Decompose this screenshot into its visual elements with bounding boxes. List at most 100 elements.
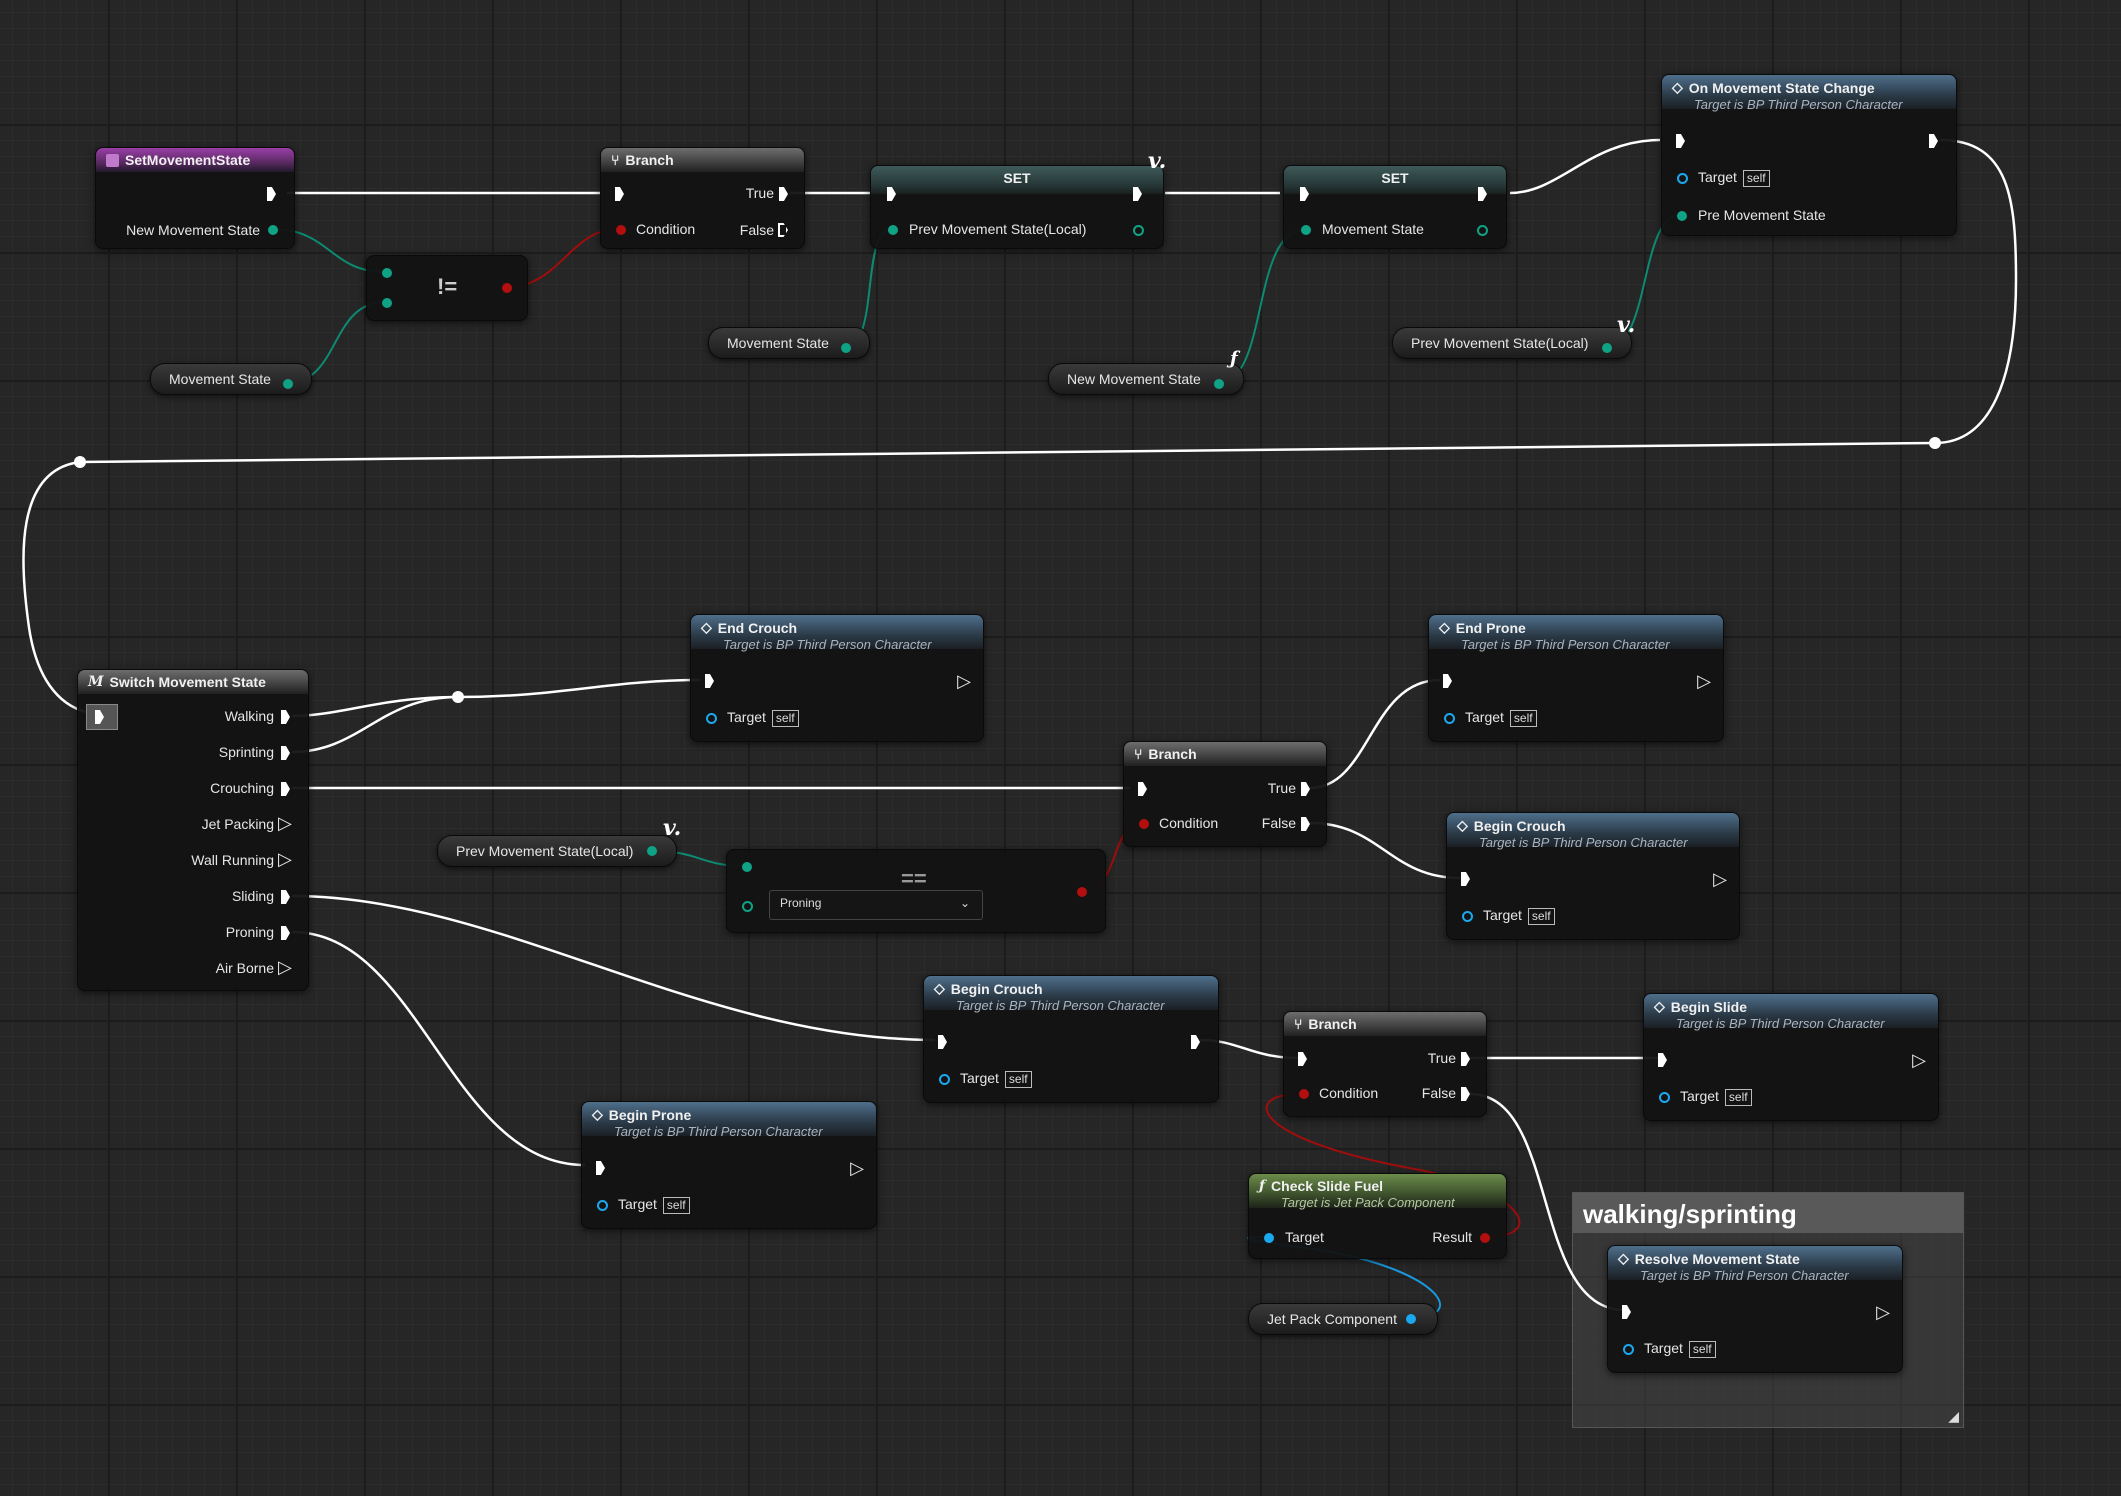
var-movement-state[interactable]: Movement State — [708, 327, 870, 359]
self-default-value[interactable]: self — [662, 1197, 690, 1214]
enum-dropdown[interactable]: Proning⌄ — [769, 890, 983, 920]
node-title: Branch — [1148, 746, 1197, 762]
enum-pin[interactable] — [1214, 379, 1224, 389]
object-pin[interactable] — [1264, 1233, 1274, 1243]
self-default-value[interactable]: self — [771, 710, 799, 727]
enum-pin[interactable] — [888, 225, 898, 235]
node-branch[interactable]: ⑂Branch True Condition False — [1123, 741, 1327, 847]
enum-pin[interactable] — [268, 225, 278, 235]
node-set-prev-state[interactable]: SET Prev Movement State(Local) — [870, 165, 1164, 249]
node-title: Branch — [1308, 1016, 1357, 1032]
self-default-value[interactable]: self — [1004, 1071, 1032, 1088]
enum-pin[interactable] — [1677, 211, 1687, 221]
exec-out-pin[interactable]: ▷ — [278, 849, 292, 869]
selection-pin[interactable] — [86, 704, 118, 730]
function-local-icon: ƒ — [1230, 348, 1238, 369]
object-pin[interactable] — [1658, 1091, 1670, 1103]
node-branch[interactable]: ⑂Branch True Condition False — [600, 147, 805, 249]
enum-pin[interactable] — [841, 343, 851, 353]
enum-pin[interactable] — [1602, 343, 1612, 353]
bool-pin[interactable] — [616, 225, 626, 235]
object-pin[interactable] — [1406, 1314, 1416, 1324]
object-pin[interactable] — [1676, 172, 1688, 184]
var-new-movement-state[interactable]: New Movement State — [1048, 363, 1244, 395]
exec-out-pin[interactable]: ▷ — [1697, 671, 1711, 691]
exec-out-pin[interactable]: ▷ — [1713, 869, 1727, 889]
node-title: Switch Movement State — [109, 674, 266, 690]
enum-pin[interactable] — [283, 379, 293, 389]
node-set-movement-state[interactable]: SetMovementState New Movement State — [95, 147, 295, 249]
enum-pin[interactable] — [382, 298, 392, 308]
bool-pin[interactable] — [502, 283, 512, 293]
self-default-value[interactable]: self — [1527, 908, 1555, 925]
node-title: Begin Slide — [1670, 998, 1748, 1015]
switch-output-label: Crouching — [210, 780, 274, 796]
node-equal[interactable]: Proning⌄ == — [726, 849, 1106, 933]
pin-label: True — [1267, 780, 1296, 796]
bool-pin[interactable] — [1299, 1089, 1309, 1099]
enum-pin[interactable] — [741, 900, 753, 912]
var-prev-movement-state[interactable]: Prev Movement State(Local) — [437, 835, 677, 867]
enum-pin[interactable] — [382, 268, 392, 278]
pin-label: Movement State — [1322, 221, 1424, 237]
node-not-equal[interactable]: != — [366, 255, 528, 321]
object-pin[interactable] — [705, 712, 717, 724]
self-default-value[interactable]: self — [1509, 710, 1537, 727]
node-title: SET — [1381, 170, 1409, 186]
var-jet-pack-component[interactable]: Jet Pack Component — [1248, 1303, 1438, 1335]
self-default-value[interactable]: self — [1688, 1341, 1716, 1358]
exec-out-pin[interactable]: ▷ — [1912, 1050, 1926, 1070]
node-subtitle: Target is BP Third Person Character — [1461, 637, 1670, 652]
function-icon — [106, 153, 119, 167]
bool-pin[interactable] — [1139, 819, 1149, 829]
var-movement-state[interactable]: Movement State — [150, 363, 312, 395]
object-pin[interactable] — [1622, 1343, 1634, 1355]
node-set-movement-state-var[interactable]: SET Movement State — [1283, 165, 1507, 249]
node-title: SetMovementState — [125, 152, 251, 168]
comment-title[interactable]: walking/sprinting — [1573, 1193, 1963, 1233]
self-default-value[interactable]: self — [1742, 170, 1770, 187]
bool-pin[interactable] — [1077, 887, 1087, 897]
branch-icon: ⑂ — [611, 152, 620, 168]
chevron-down-icon: ⌄ — [959, 896, 970, 910]
exec-wire — [1309, 821, 1461, 880]
enum-pin[interactable] — [1476, 224, 1488, 236]
node-subtitle: Target is BP Third Person Character — [614, 1124, 823, 1139]
node-title: On Movement State Change — [1688, 79, 1875, 96]
node-subtitle: Target is BP Third Person Character — [1479, 835, 1688, 850]
var-label: Prev Movement State(Local) — [456, 843, 634, 859]
bool-pin[interactable] — [1480, 1233, 1490, 1243]
enum-pin[interactable] — [647, 846, 657, 856]
var-prev-movement-state[interactable]: Prev Movement State(Local) — [1392, 327, 1632, 359]
enum-pin[interactable] — [742, 862, 752, 872]
object-pin[interactable] — [596, 1199, 608, 1211]
node-on-movement-state-change[interactable]: ◇On Movement State Change Target is BP T… — [1661, 74, 1957, 236]
object-pin[interactable] — [1443, 712, 1455, 724]
object-pin[interactable] — [1461, 910, 1473, 922]
node-branch[interactable]: ⑂Branch True Condition False — [1283, 1011, 1487, 1117]
exec-out-pin[interactable]: ▷ — [1876, 1302, 1890, 1322]
exec-out-pin[interactable]: ▷ — [278, 813, 292, 833]
enum-pin[interactable] — [1132, 224, 1144, 236]
exec-out-pin[interactable]: ▷ — [957, 671, 971, 691]
exec-out-pin[interactable] — [778, 223, 788, 237]
exec-wire — [291, 894, 936, 1042]
pin-label: New Movement State — [126, 222, 260, 238]
node-header: ◇On Movement State Change Target is BP T… — [1662, 75, 1956, 112]
self-default-value[interactable]: self — [1724, 1089, 1752, 1106]
enum-pin[interactable] — [1301, 225, 1311, 235]
resize-handle-icon[interactable]: ◢ — [1948, 1408, 1959, 1424]
exec-out-pin[interactable]: ▷ — [850, 1158, 864, 1178]
exec-out-pin[interactable]: ▷ — [278, 957, 292, 977]
object-pin[interactable] — [938, 1073, 950, 1085]
